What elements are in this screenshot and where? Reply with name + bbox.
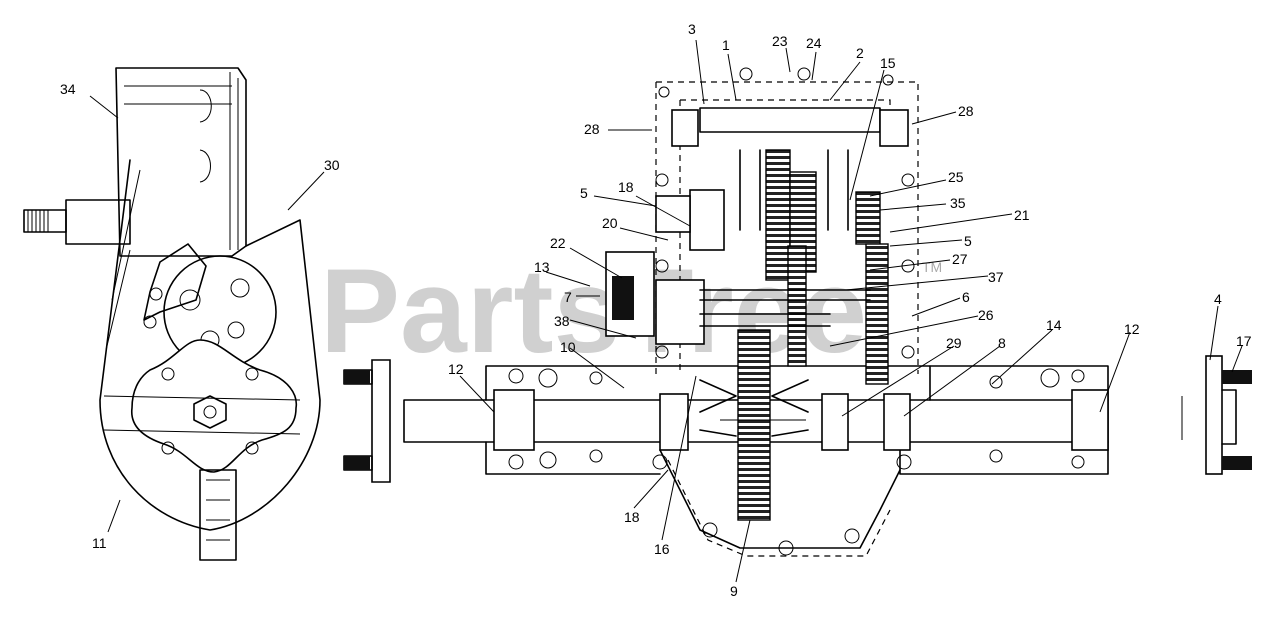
- callout-labels: 34 30 11 3 1 23 24 2 15 28 28 5 18 20 22…: [60, 21, 1252, 599]
- callout-13: 13: [534, 259, 550, 275]
- callout-4: 4: [1214, 291, 1222, 307]
- callout-21: 21: [1014, 207, 1030, 223]
- callout-24: 24: [806, 35, 822, 51]
- callout-28-left: 28: [584, 121, 600, 137]
- callout-28-right: 28: [958, 103, 974, 119]
- callout-16: 16: [654, 541, 670, 557]
- callout-17: 17: [1236, 333, 1252, 349]
- callout-9: 9: [730, 583, 738, 599]
- callout-23: 23: [772, 33, 788, 49]
- callout-34: 34: [60, 81, 76, 97]
- callout-20: 20: [602, 215, 618, 231]
- callout-2: 2: [856, 45, 864, 61]
- callout-25: 25: [948, 169, 964, 185]
- housing-bolts: [508, 67, 1085, 556]
- leader-lines: [89, 39, 1243, 583]
- callout-37: 37: [988, 269, 1004, 285]
- callout-14: 14: [1046, 317, 1062, 333]
- callout-18-lower: 18: [624, 509, 640, 525]
- callout-7: 7: [564, 289, 572, 305]
- callout-3: 3: [688, 21, 696, 37]
- callout-26: 26: [978, 307, 994, 323]
- callout-10: 10: [560, 339, 576, 355]
- callout-30: 30: [324, 157, 340, 173]
- callout-12-left: 12: [448, 361, 464, 377]
- callout-15: 15: [880, 55, 896, 71]
- callout-11: 11: [92, 535, 107, 551]
- callout-5: 5: [580, 185, 588, 201]
- side-view-housing: [23, 67, 321, 561]
- callout-29: 29: [946, 335, 962, 351]
- callout-6: 6: [962, 289, 970, 305]
- callout-8: 8: [998, 335, 1006, 351]
- callout-18: 18: [618, 179, 634, 195]
- callout-22: 22: [550, 235, 566, 251]
- callout-5-right: 5: [964, 233, 972, 249]
- callout-35: 35: [950, 195, 966, 211]
- callout-12-right: 12: [1124, 321, 1140, 337]
- transaxle-cutaway: [343, 67, 1252, 557]
- callout-1: 1: [722, 37, 730, 53]
- callout-27: 27: [952, 251, 968, 267]
- callout-38: 38: [554, 313, 570, 329]
